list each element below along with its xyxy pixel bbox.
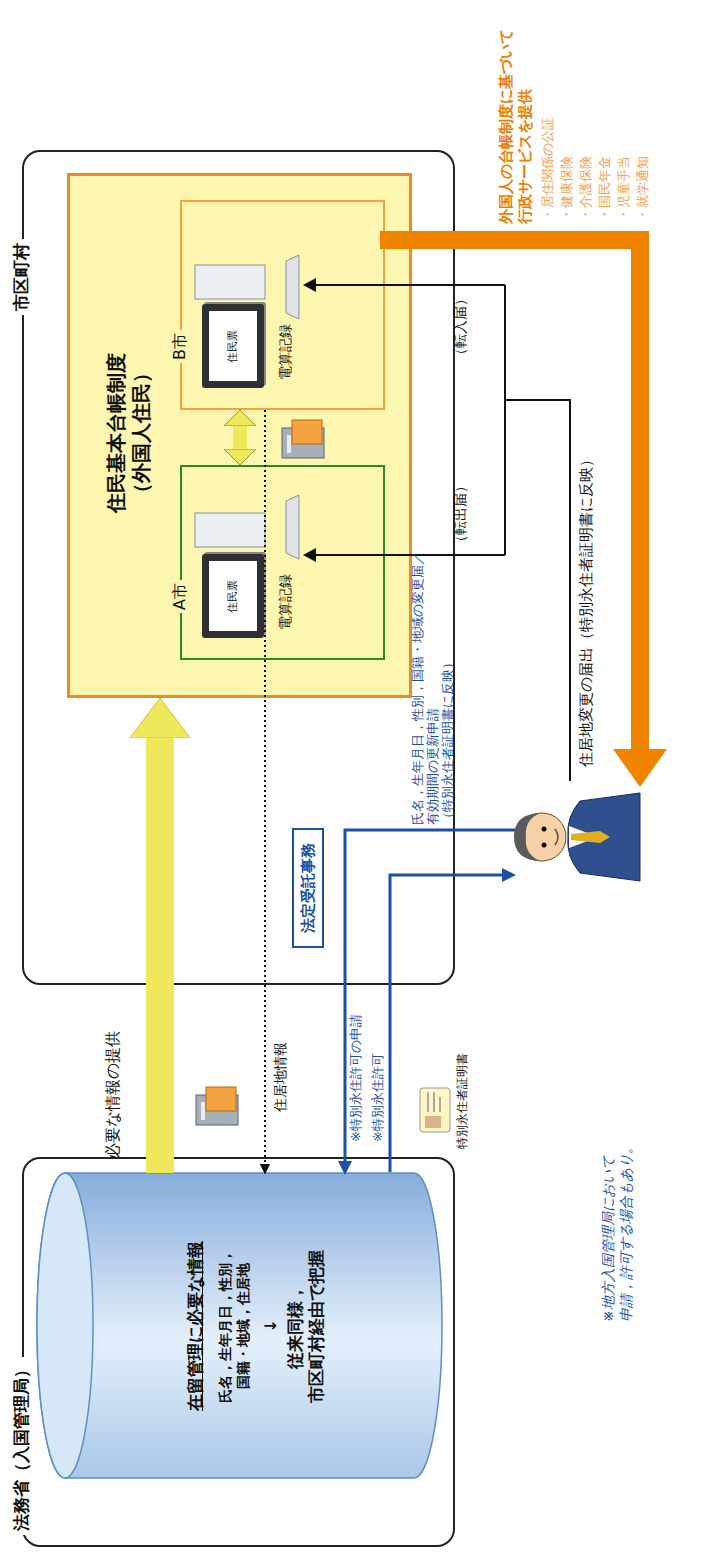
arrowhead — [338, 1161, 352, 1175]
annotation-label: ※特別永住許可 — [370, 1053, 386, 1142]
computer-tower — [195, 513, 265, 547]
person-head — [518, 813, 566, 861]
database-cylinder: 在留管理に必要な情報氏名，生年月日，性別， 国籍・地域，住居地 ↓従来同様， 市区… — [37, 1173, 442, 1478]
person-eye — [542, 827, 547, 832]
service-arrowhead — [613, 749, 667, 787]
arrowhead — [502, 868, 516, 882]
annotation-label: ・国民年金 — [597, 156, 613, 221]
node-text: 氏名，生年月日，性別， 国籍・地域，住居地 — [217, 1226, 252, 1426]
node-text: B市 — [170, 330, 190, 363]
server-icon — [206, 1087, 236, 1111]
notification-line — [505, 400, 570, 781]
agency-panel: 法務省（入国管理局）在留管理に必要な情報氏名，生年月日，性別， 国籍・地域，住居… — [22, 1157, 455, 1547]
person-shirt — [569, 826, 598, 848]
server-icon — [287, 435, 291, 453]
edge-label: 必要な情報の提供 — [103, 1031, 123, 1159]
screen-text: 住民票 — [202, 554, 264, 638]
keyboard — [286, 255, 299, 319]
cylinder-top — [37, 1173, 93, 1478]
server-icon — [282, 428, 324, 458]
connector — [233, 426, 247, 449]
keyboard — [286, 495, 299, 559]
annotation-label: ・健康保険 — [559, 156, 575, 221]
annotation-label: 外国人の台帳制度に基づいて 行政サービスを提供 — [497, 9, 535, 224]
node-text: 住民基本台帳制度 （外国人住民） — [104, 333, 154, 533]
node-text: 法定受託事務 — [294, 830, 322, 946]
city-box: B市住民票電算記録 — [180, 200, 385, 410]
annotation-label: ※特別永住許可の申請 — [348, 1014, 364, 1142]
annotation-label: （転入届） — [452, 292, 470, 362]
annotation-label: 住居地変更の届出（特別永住者証明書に反映） — [577, 452, 596, 767]
registry-box: 住民基本台帳制度 （外国人住民）A市住民票電算記録B市住民票電算記録 — [67, 173, 412, 698]
node-text: 法務省（入国管理局） — [11, 1357, 32, 1535]
card-photo — [425, 1116, 441, 1128]
node-text: 従来同様， 市区町村経由で把握 — [285, 1241, 328, 1411]
computer-tower — [195, 265, 265, 299]
card-lines — [428, 1092, 440, 1112]
notification-line — [504, 285, 506, 555]
node-text: 電算記録 — [277, 324, 295, 380]
entrusted-duty-box: 法定受託事務 — [292, 828, 324, 948]
person-hair — [514, 813, 540, 861]
annotation-label: ・介護保険 — [578, 156, 594, 221]
node-text: ↓ — [261, 1226, 281, 1426]
arrowhead — [303, 548, 316, 562]
server-icon — [196, 1095, 238, 1125]
server-icon — [201, 1102, 205, 1120]
permit-line — [390, 875, 503, 1172]
server-icon — [292, 420, 322, 444]
residence-card — [420, 1088, 450, 1132]
connector — [264, 410, 266, 1164]
connector — [146, 738, 174, 1173]
person-eye — [542, 843, 547, 848]
annotation-label: （転出届） — [452, 479, 470, 549]
person-mouth — [555, 829, 558, 845]
notification-line — [314, 554, 505, 556]
annotation-label: ・児童手当 — [616, 156, 632, 221]
screen-text: 住民票 — [202, 304, 264, 388]
annotation-label: ※地方入国管理局において 申請，許可する場合もあり。 — [600, 1122, 635, 1322]
arrowhead — [303, 278, 316, 292]
annotation-label: ・居住関係の公証 — [540, 117, 556, 221]
annotation-label: 氏名，生年月日，性別，国籍・地域の変更届／ 有効期間の更新申請 （特別永住者証明… — [411, 543, 456, 825]
node-text: A市 — [170, 580, 190, 613]
annotation-label: 特別永住者証明書 — [455, 1053, 470, 1149]
annotation-label: ・就学通知 — [635, 156, 651, 221]
node-text: 電算記録 — [277, 574, 295, 630]
edge-label: 住居地情報 — [272, 1042, 290, 1112]
city-box: A市住民票電算記録 — [180, 465, 385, 660]
node-text: 市区町村 — [11, 239, 32, 315]
notification-line — [314, 284, 505, 286]
person-body — [568, 793, 640, 881]
node-text: 在留管理に必要な情報 — [185, 1226, 206, 1426]
application-line — [345, 830, 515, 1163]
person-tie — [571, 831, 610, 843]
connector — [264, 660, 266, 1164]
municipality-panel: 市区町村住民基本台帳制度 （外国人住民）A市住民票電算記録B市住民票電算記録法定… — [22, 150, 455, 985]
cylinder-body — [37, 1173, 442, 1478]
